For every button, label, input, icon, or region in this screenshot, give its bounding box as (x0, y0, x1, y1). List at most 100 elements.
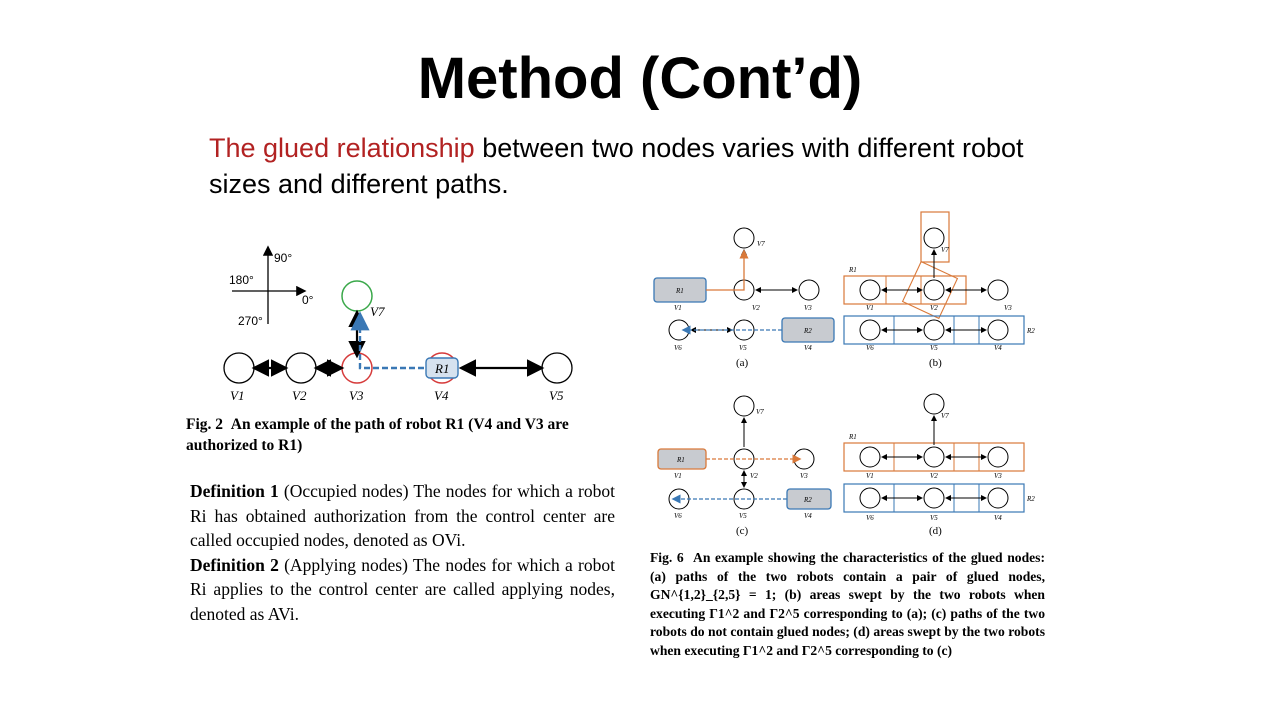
robot-label-r1: R1 (848, 433, 857, 441)
robot-path (350, 311, 424, 370)
robot-r1-label: R1 (434, 361, 449, 376)
node-v6 (859, 487, 881, 509)
node-v3 (987, 446, 1009, 468)
node-v5 (923, 319, 945, 341)
fig6-panel-d: R1 R2 V7 V1 V2 V3 V6 V5 V4 (d) (843, 393, 1035, 537)
node-v1 (859, 446, 881, 468)
node-label-v6: V6 (674, 512, 682, 520)
robot-label-r1: R1 (848, 266, 857, 274)
fig2-caption: Fig. 2 An example of the path of robot R… (186, 414, 616, 456)
node-label-v4: V4 (804, 344, 812, 352)
robot-label-r2: R2 (803, 327, 812, 335)
angle-180-label: 180° (229, 273, 254, 287)
fig6-panel-c: R1 R2 V7 V1 V2 V3 V6 V5 V4 (c) (657, 395, 832, 537)
node-v3 (798, 279, 820, 301)
node-label-v5: V5 (930, 514, 938, 522)
node-v5 (923, 487, 945, 509)
node-label-v2: V2 (930, 304, 938, 312)
definition-2-label: Definition 2 (190, 554, 279, 575)
fig6-diagram: R1 R2 V7 V2 V3 V1 V6 V5 V4 (a) R1 R2 V (653, 211, 1035, 537)
angle-270-label: 270° (238, 314, 263, 328)
intro-highlight: The glued relationship (209, 133, 475, 163)
fig2-caption-lead: Fig. 2 (186, 416, 224, 433)
node-label-v7: V7 (941, 412, 949, 420)
node-v7 (341, 280, 373, 312)
definition-1-text: (Occupied nodes) The nodes for which a r… (190, 481, 615, 551)
node-label-v2: V2 (750, 472, 758, 480)
swept-area-r2 (843, 483, 1025, 513)
node-label-v2: V2 (752, 304, 760, 312)
robot-label-r2: R2 (1026, 495, 1035, 503)
robot-label-r2: R2 (1026, 327, 1035, 335)
node-label-v4: V4 (804, 512, 812, 520)
node-label-v6: V6 (674, 344, 682, 352)
swept-area-r2 (843, 315, 1025, 345)
node-label-v5: V5 (930, 344, 938, 352)
node-label-v3: V3 (994, 472, 1002, 480)
definition-2-text: (Applying nodes) The nodes for which a r… (190, 554, 615, 624)
robot-label-r2: R2 (803, 496, 812, 504)
intro-text: The glued relationship between two nodes… (209, 130, 1049, 202)
node-label-v1: V1 (674, 304, 682, 312)
definition-2: Definition 2 (Applying nodes) The nodes … (190, 553, 615, 627)
node-v3 (987, 279, 1009, 301)
node-label-v3: V3 (804, 304, 812, 312)
definitions: Definition 1 (Occupied nodes) The nodes … (190, 479, 615, 627)
slide-title: Method (Cont’d) (417, 46, 863, 111)
panel-label-d: (d) (929, 525, 942, 537)
fig6-panel-a: R1 R2 V7 V2 V3 V1 V6 V5 V4 (a) (653, 227, 835, 369)
swept-area-r1-vertical (920, 211, 950, 263)
node-label-v3: V3 (1004, 304, 1012, 312)
node-v4 (987, 319, 1009, 341)
node-label-v5: V5 (739, 344, 747, 352)
node-v5 (541, 352, 573, 384)
node-label-v1: V1 (230, 388, 244, 403)
node-v7 (733, 395, 755, 417)
node-label-v6: V6 (866, 514, 874, 522)
compass: 90° 180° 0° 270° (229, 245, 314, 328)
node-v2 (923, 279, 945, 301)
node-label-v7: V7 (757, 240, 765, 248)
node-label-v5: V5 (549, 388, 564, 403)
angle-0-label: 0° (302, 293, 314, 307)
node-label-v4: V4 (434, 388, 449, 403)
node-label-v3: V3 (800, 472, 808, 480)
node-v2 (923, 446, 945, 468)
fig6-panel-b: R1 R2 V7 V1 V2 V3 V6 V5 V4 (b) (843, 211, 1035, 369)
angle-90-label: 90° (274, 251, 292, 265)
node-label-v7: V7 (370, 304, 385, 319)
fig6-caption: Fig. 6 An example showing the characteri… (650, 549, 1045, 661)
node-label-v2: V2 (930, 472, 938, 480)
robot-r1 (425, 357, 459, 379)
node-label-v4: V4 (994, 514, 1002, 522)
robot-label-r1: R1 (675, 287, 684, 295)
fig6-caption-lead: Fig. 6 (650, 550, 684, 565)
node-label-v1: V1 (866, 472, 874, 480)
node-label-v1: V1 (866, 304, 874, 312)
node-label-v2: V2 (292, 388, 307, 403)
node-v7 (923, 393, 945, 415)
node-v1 (223, 352, 255, 384)
node-v7 (733, 227, 755, 249)
node-label-v6: V6 (866, 344, 874, 352)
node-label-v1: V1 (674, 472, 682, 480)
node-v6 (859, 319, 881, 341)
definition-1-label: Definition 1 (190, 481, 279, 501)
fig2-caption-text: An example of the path of robot R1 (V4 a… (186, 416, 569, 454)
robot-label-r1: R1 (676, 456, 685, 464)
node-v2 (285, 352, 317, 384)
node-label-v4: V4 (994, 344, 1002, 352)
definition-1: Definition 1 (Occupied nodes) The nodes … (190, 479, 615, 553)
panel-label-b: (b) (929, 357, 942, 369)
node-label-v5: V5 (739, 512, 747, 520)
node-v1 (859, 279, 881, 301)
node-v7 (923, 227, 945, 249)
intro-rest: between two nodes varies with different … (209, 133, 1024, 199)
node-label-v7: V7 (756, 408, 764, 416)
panel-label-a: (a) (736, 357, 749, 369)
swept-area-r1-turn (901, 260, 959, 320)
node-v4 (987, 487, 1009, 509)
fig6-caption-text: An example showing the characteristics o… (650, 550, 1045, 658)
node-label-v7: V7 (941, 246, 949, 254)
fig2-diagram: 90° 180° 0° 270° R1 V7 V1 V2 V3 V4 V5 (223, 245, 573, 403)
